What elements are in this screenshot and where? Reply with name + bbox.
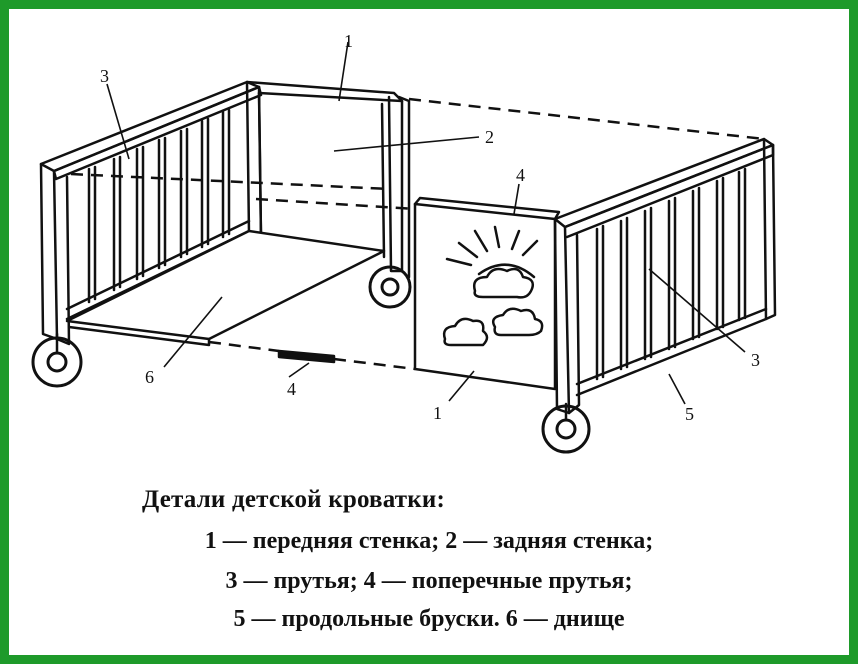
leader-lines [106,41,746,405]
wheel-back [368,265,412,309]
caption-line-2: 3 — прутья; 4 — поперечные прутья; [225,568,633,594]
label-front-wall-top: 1 [344,31,353,51]
caption-title: Детали детской кроватки: [142,486,445,513]
label-cross-bar-top: 4 [516,165,525,185]
cross-bar-piece [277,349,336,364]
label-bars-left: 3 [100,66,109,86]
right-bars [595,167,747,381]
left-side-panel [39,80,263,346]
label-back-wall: 2 [485,127,494,147]
right-side-panel [553,137,777,415]
front-wall [413,196,561,391]
assembly-lines [70,97,765,371]
left-bars [87,108,231,304]
sun-icon [445,225,539,279]
crib-diagram: 1 3 2 4 3 6 4 1 5 [31,31,777,454]
label-cross-bar-bottom: 4 [287,379,296,399]
label-long-beam: 5 [685,404,694,424]
label-bottom: 6 [145,367,154,387]
label-bars-right: 3 [751,350,760,370]
caption-line-1: 1 — передняя стенка; 2 — задняя стенка; [204,528,654,554]
crib-bottom [65,229,386,347]
label-front-wall-bottom: 1 [433,403,442,423]
wheel-left [31,332,83,388]
cloud-icon [442,267,544,347]
caption-line-3: 5 — продольные бруски. 6 — днище [233,606,625,632]
back-wall [245,80,411,279]
